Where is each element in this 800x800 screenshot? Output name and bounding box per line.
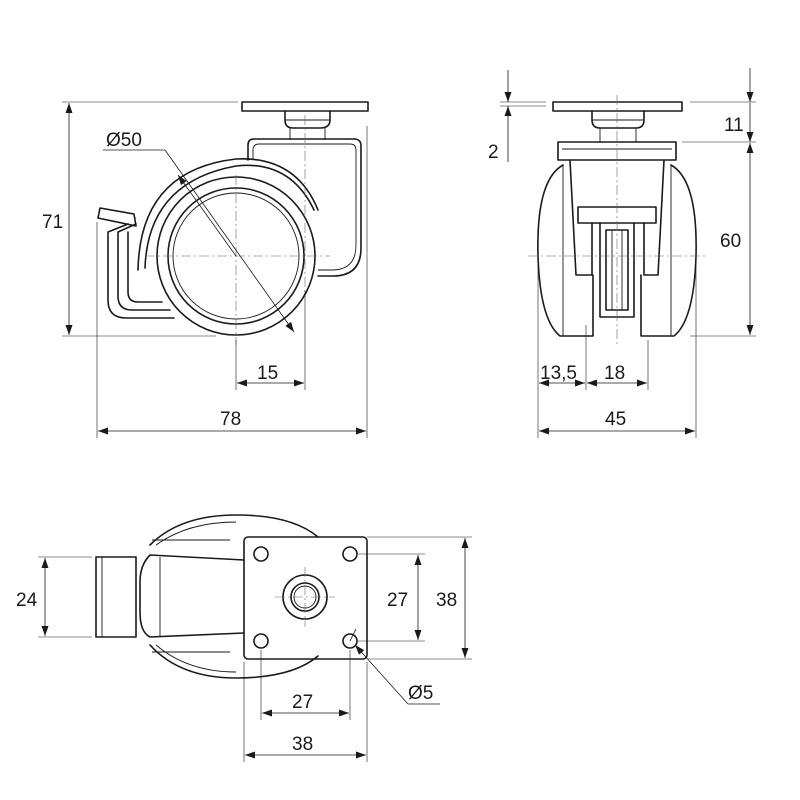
front-centerlines [528, 95, 708, 345]
side-fork-housing [247, 138, 362, 277]
dim-offset-label: 15 [257, 363, 278, 384]
dim-wheel-diameter-label: Ø50 [106, 130, 142, 151]
dim-hole-diameter-label: Ø5 [408, 683, 433, 704]
top-wheel-outline [149, 514, 319, 679]
top-brake-pedal [95, 556, 137, 638]
top-housing [139, 539, 245, 653]
side-brake-lever [97, 207, 175, 319]
dim-wheel-height-label: 60 [720, 231, 741, 252]
dim-wheel-width-label: 13,5 [540, 363, 577, 384]
side-centerlines [145, 115, 330, 345]
side-wheel [137, 158, 319, 336]
side-dimensions: Ø50 71 15 78 [42, 101, 368, 438]
top-centerlines [275, 567, 335, 627]
dim-plate-y-label: 38 [436, 590, 457, 611]
front-mounting-plate [552, 101, 683, 142]
side-mounting-plate [241, 101, 369, 140]
dim-fork-width-label: 18 [604, 363, 625, 384]
side-view: Ø50 71 15 78 [42, 101, 369, 438]
top-dimensions: 24 27 38 Ø5 27 38 [16, 536, 472, 762]
dim-plate-height-label: 11 [724, 115, 744, 136]
dim-plate-x-label: 38 [292, 734, 313, 755]
dim-brake-width-label: 24 [16, 590, 38, 611]
front-view: 2 11 60 13,5 18 45 [488, 68, 756, 438]
front-dimensions: 2 11 60 13,5 18 45 [488, 68, 756, 438]
dim-hole-spacing-y-label: 27 [387, 590, 408, 611]
dim-hole-spacing-x-label: 27 [292, 692, 313, 713]
dim-total-width-label: 45 [605, 409, 626, 430]
top-view: 24 27 38 Ø5 27 38 [16, 514, 472, 762]
top-mounting-plate [243, 536, 368, 660]
dim-plate-thickness-label: 2 [488, 142, 499, 163]
dim-total-height-label: 71 [42, 212, 63, 233]
dim-total-length-label: 78 [220, 409, 241, 430]
